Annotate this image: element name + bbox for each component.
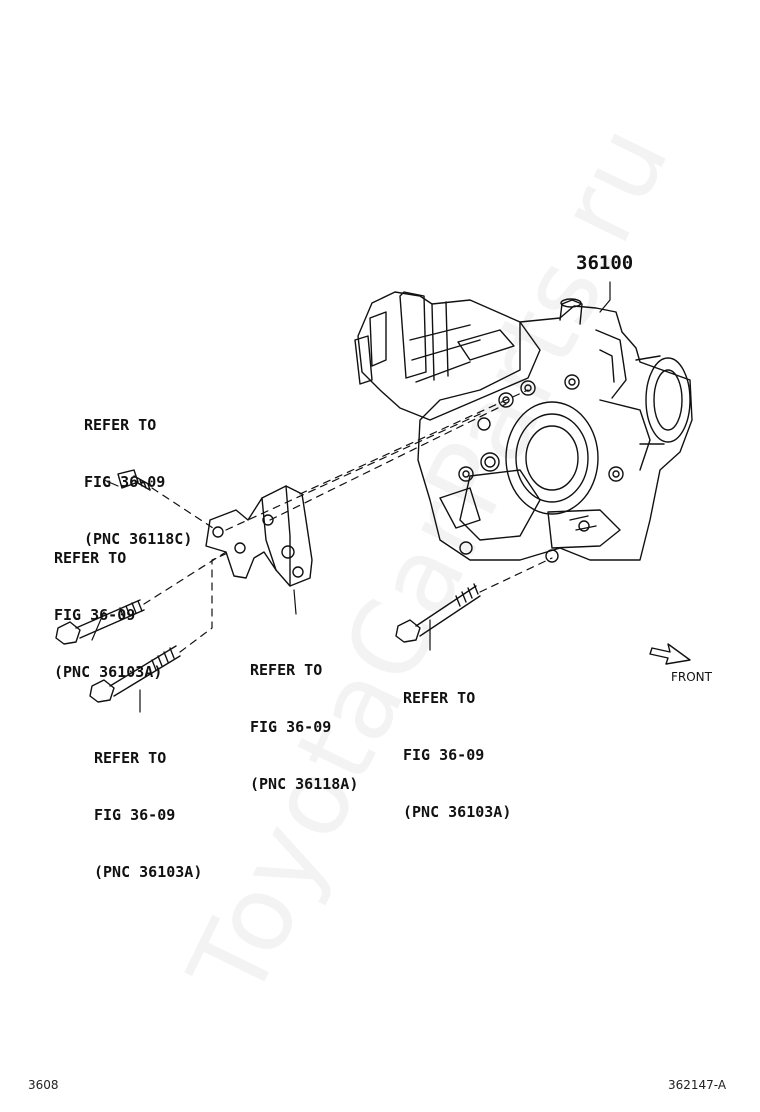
callout-line-refer: REFER TO [250, 661, 323, 679]
callout-line-refer: REFER TO [54, 549, 127, 567]
assembly-guide-lines [143, 389, 553, 653]
callout-line-refer: REFER TO [84, 416, 157, 434]
transfer-case-assembly[interactable] [354, 281, 693, 563]
front-arrow-icon [649, 643, 691, 665]
main-part-number[interactable]: 36100 [576, 252, 634, 274]
callout-line-fig: FIG 36-09 [84, 473, 166, 491]
callout-line-pnc: (PNC 36103A) [94, 863, 203, 881]
callout-bolt-top-left[interactable]: REFER TO FIG 36-09 (PNC 36118C) [84, 378, 192, 587]
callout-bolt-right[interactable]: REFER TO FIG 36-09 (PNC 36103A) [403, 651, 511, 860]
callout-bolt-bottom-left[interactable]: REFER TO FIG 36-09 (PNC 36103A) [94, 711, 202, 920]
callout-bracket[interactable]: REFER TO FIG 36-09 (PNC 36118A) [250, 623, 358, 832]
figure-id: 362147-A [668, 1078, 727, 1092]
callout-leaders [91, 479, 431, 713]
bolt-36103a-bottom[interactable] [89, 645, 181, 703]
callout-line-refer: REFER TO [403, 689, 476, 707]
callout-line-fig: FIG 36-09 [250, 718, 332, 736]
callout-line-fig: FIG 36-09 [54, 606, 136, 624]
page-code: 3608 [28, 1078, 59, 1092]
callout-line-pnc: (PNC 36118C) [84, 530, 193, 548]
bolt-36103a-mid[interactable] [55, 599, 145, 645]
mounting-bracket[interactable] [205, 485, 313, 615]
callout-bolt-mid-left[interactable]: REFER TO FIG 36-09 (PNC 36103A) [54, 511, 162, 720]
callout-line-fig: FIG 36-09 [94, 806, 176, 824]
callout-line-refer: REFER TO [94, 749, 167, 767]
bolt-36118c[interactable] [117, 469, 153, 491]
callout-line-pnc: (PNC 36118A) [250, 775, 359, 793]
callout-line-pnc: (PNC 36103A) [403, 803, 512, 821]
bolt-36103a-right[interactable] [395, 583, 481, 643]
callout-line-fig: FIG 36-09 [403, 746, 485, 764]
callout-line-pnc: (PNC 36103A) [54, 663, 163, 681]
front-label: FRONT [671, 670, 712, 684]
